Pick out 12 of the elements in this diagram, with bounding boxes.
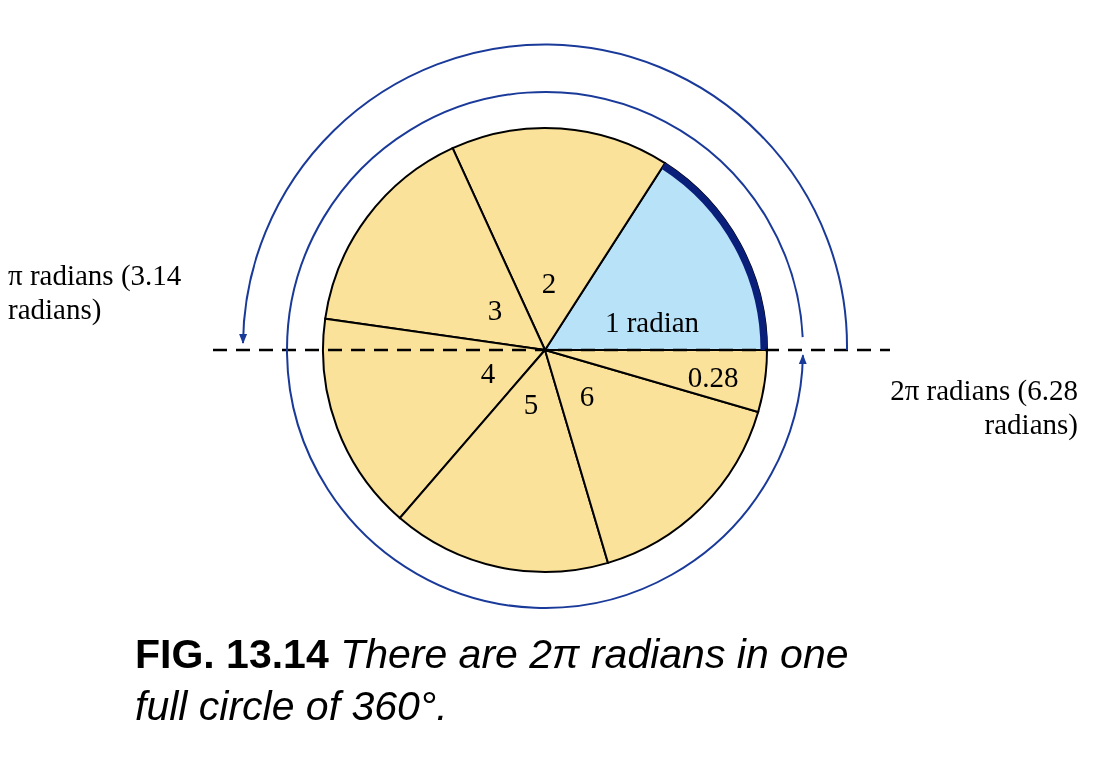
sector-label: 6 — [579, 380, 595, 412]
figure-caption: FIG. 13.14 There are 2π radians in one full circle of 360°. — [135, 630, 850, 731]
angle-label: π radians (3.14 radians) — [8, 258, 183, 326]
circle-sector — [544, 349, 768, 414]
sector-label: 3 — [487, 294, 503, 326]
sector-label: 1 radian — [604, 306, 700, 338]
sector-label: 4 — [480, 357, 496, 389]
sector-label: 5 — [523, 388, 539, 420]
circle-sector — [398, 349, 609, 573]
angle-label: 2π radians (6.28 radians) — [889, 373, 1078, 441]
sector-label: 0.28 — [687, 361, 739, 393]
sector-label: 2 — [541, 267, 557, 299]
